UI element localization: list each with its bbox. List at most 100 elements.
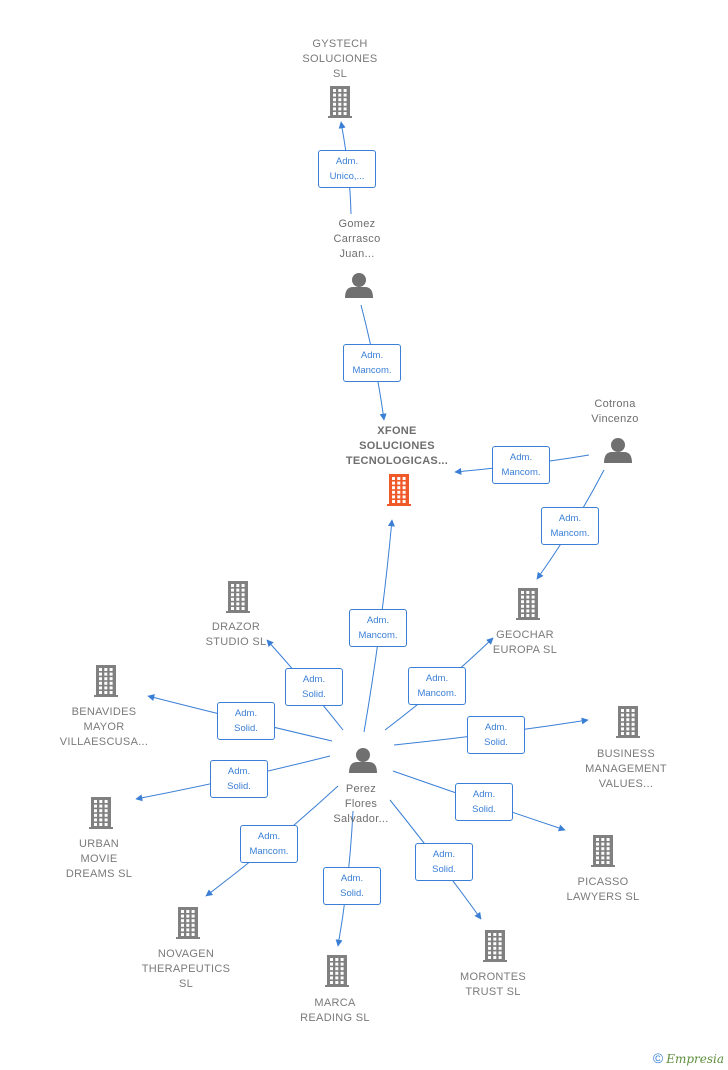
company-icon[interactable] bbox=[176, 907, 200, 939]
node-label-line: EUROPA SL bbox=[492, 644, 558, 656]
edge-label-line: Adm. bbox=[257, 831, 281, 842]
node-label-line: Juan... bbox=[339, 248, 375, 260]
node-label-line: SL bbox=[332, 68, 348, 80]
person-icon[interactable] bbox=[345, 273, 373, 298]
person-icon[interactable] bbox=[349, 748, 377, 773]
edge-label[interactable]: Adm.Mancom. bbox=[349, 609, 407, 647]
icons-layer bbox=[89, 86, 640, 987]
edge-label-line: Solid. bbox=[484, 737, 508, 748]
edge-label-line: Solid. bbox=[234, 723, 258, 734]
node-label-line: LAWYERS SL bbox=[566, 891, 640, 903]
node-label-line: VALUES... bbox=[598, 778, 654, 790]
company-icon[interactable] bbox=[591, 835, 615, 867]
node-label-line: GEOCHAR bbox=[496, 629, 554, 641]
company-icon[interactable] bbox=[89, 797, 113, 829]
node-label-marca[interactable]: MARCA READING SL bbox=[255, 996, 415, 1026]
edge-label-line: Adm. bbox=[509, 452, 533, 463]
edge-label[interactable]: Adm. Solid. bbox=[217, 702, 275, 740]
node-label-line: DREAMS SL bbox=[65, 868, 133, 880]
node-label-line: VILLAESCUSA... bbox=[59, 736, 149, 748]
node-label-business[interactable]: BUSINESS MANAGEMENT VALUES... bbox=[546, 747, 706, 792]
edge-label-line: Adm. bbox=[360, 350, 384, 361]
brand-logo: Empresia bbox=[666, 1052, 724, 1066]
edge-label-line: Mancom. bbox=[550, 528, 590, 539]
node-label-line: TECNOLOGICAS... bbox=[345, 455, 449, 467]
edge-label-line: Unico,... bbox=[329, 171, 365, 182]
node-label-line: TRUST SL bbox=[465, 986, 521, 998]
node-label-gystech[interactable]: GYSTECH SOLUCIONES SL bbox=[260, 37, 420, 82]
node-label-urban[interactable]: URBAN MOVIE DREAMS SL bbox=[19, 837, 179, 882]
edge-label-line: Adm. bbox=[335, 156, 359, 167]
company-icon[interactable] bbox=[94, 665, 118, 697]
edge-label-line: Adm. bbox=[340, 873, 364, 884]
edge-label-line: Mancom. bbox=[501, 467, 541, 478]
node-label-line: MAYOR bbox=[83, 721, 125, 733]
edge-label-line: Mancom. bbox=[358, 630, 398, 641]
copyright-icon: © bbox=[652, 1050, 664, 1066]
node-label-line: THERAPEUTICS bbox=[141, 963, 231, 975]
node-label-line: MOVIE bbox=[80, 853, 118, 865]
footer: ©Empresia bbox=[653, 1050, 724, 1066]
node-label-line: SL bbox=[178, 978, 194, 990]
node-label-line: URBAN bbox=[78, 838, 119, 850]
node-label-line: PICASSO bbox=[577, 876, 629, 888]
node-label-line: BENAVIDES bbox=[71, 706, 137, 718]
edge-label-line: Adm. bbox=[234, 708, 258, 719]
edge-label[interactable]: Adm. Mancom. bbox=[343, 344, 401, 382]
edge-label-line: Adm. bbox=[227, 766, 251, 777]
edge-label-line: Mancom. bbox=[417, 688, 457, 699]
edge-label[interactable]: Adm. Unico,... bbox=[318, 150, 376, 188]
node-label-line: Flores bbox=[344, 798, 378, 810]
edge-label[interactable]: Adm. Mancom. bbox=[492, 446, 550, 484]
node-label-line: BUSINESS bbox=[596, 748, 656, 760]
node-label-line: MANAGEMENT bbox=[585, 763, 667, 775]
node-label-line: Salvador... bbox=[333, 813, 389, 825]
edge-label-line: Solid. bbox=[340, 888, 364, 899]
node-label-line: Cotrona bbox=[594, 398, 636, 410]
node-label-line: Vincenzo bbox=[591, 413, 639, 425]
edge-label-line: Adm. bbox=[425, 673, 449, 684]
edge-label[interactable]: Adm. Solid. bbox=[210, 760, 268, 798]
node-label-line: XFONE bbox=[377, 425, 417, 437]
company-icon[interactable] bbox=[616, 706, 640, 738]
main-company-icon[interactable] bbox=[387, 474, 411, 506]
node-label-line: SOLUCIONES bbox=[359, 440, 435, 452]
edge-label-line: Mancom. bbox=[352, 365, 392, 376]
node-label-line: DRAZOR bbox=[211, 621, 261, 633]
edge-label[interactable]: Adm. Solid. bbox=[467, 716, 525, 754]
node-label-line: SOLUCIONES bbox=[302, 53, 378, 65]
edge-label[interactable]: Adm. Solid. bbox=[323, 867, 381, 905]
node-label-line: Carrasco bbox=[333, 233, 381, 245]
node-label-line: MARCA bbox=[314, 997, 356, 1009]
edge-label-line: Adm. bbox=[484, 722, 508, 733]
company-icon[interactable] bbox=[516, 588, 540, 620]
node-label-line: READING SL bbox=[300, 1012, 370, 1024]
edge-label[interactable]: Adm. Solid. bbox=[455, 783, 513, 821]
node-label-line: GYSTECH bbox=[312, 38, 368, 50]
node-label-xfone[interactable]: XFONE SOLUCIONES TECNOLOGICAS... bbox=[317, 424, 477, 469]
person-icon[interactable] bbox=[604, 438, 632, 463]
company-icon[interactable] bbox=[325, 955, 349, 987]
node-label-benavides[interactable]: BENAVIDES MAYOR VILLAESCUSA... bbox=[24, 705, 184, 750]
company-icon[interactable] bbox=[226, 581, 250, 613]
node-label-geochar[interactable]: GEOCHAR EUROPA SL bbox=[445, 628, 605, 658]
edge-label[interactable]: Adm. Mancom. bbox=[541, 507, 599, 545]
edge-label[interactable]: Adm.Solid. bbox=[285, 668, 343, 706]
edge-label-line: Adm. bbox=[558, 513, 582, 524]
company-icon[interactable] bbox=[328, 86, 352, 118]
edge-label[interactable]: Adm.Mancom. bbox=[240, 825, 298, 863]
edge-label[interactable]: Adm. Mancom. bbox=[408, 667, 466, 705]
company-icon[interactable] bbox=[483, 930, 507, 962]
edge-label-line: Solid. bbox=[227, 781, 251, 792]
node-label-picasso[interactable]: PICASSO LAWYERS SL bbox=[523, 875, 683, 905]
edge-label-line: Solid. bbox=[472, 804, 496, 815]
edge-label-line: Solid. bbox=[302, 689, 326, 700]
edge-label-line: Adm. bbox=[472, 789, 496, 800]
edge-label[interactable]: Adm.Solid. bbox=[415, 843, 473, 881]
